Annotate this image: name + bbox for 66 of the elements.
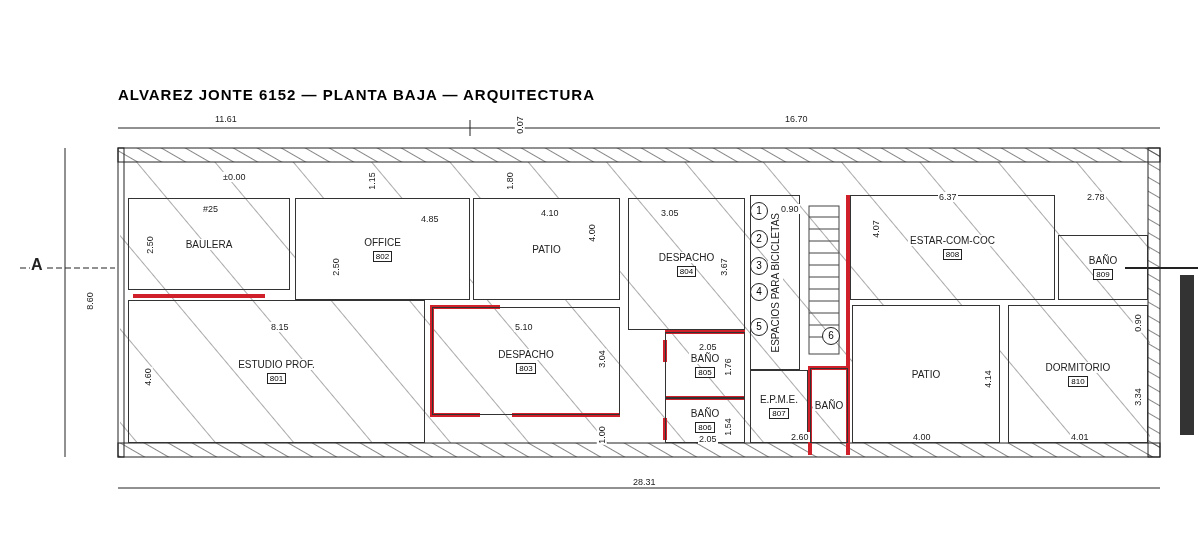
dimension-text: 2.78 [1086,192,1106,202]
dimension-text: 2.50 [330,257,341,277]
room-name: PATIO [530,243,563,255]
room-number-tag: 801 [266,373,287,384]
room-number-tag: 803 [516,362,536,374]
dimension-text: 3.04 [596,349,607,369]
room-name: ESPACIOS PARA BICICLETAS [767,212,783,353]
room-number-tag: 804 [676,265,697,277]
room-name: BAÑO [688,408,722,419]
room-name: BAÑO [812,400,846,411]
dimension-text: 4.60 [142,367,153,387]
dimension-text: 3.67 [718,257,729,277]
dimension-text: 0.90 [1132,313,1143,333]
dimension-text: 16.70 [784,114,809,124]
dimension-text: 4.01 [1070,432,1090,442]
dimension-text: 1.00 [596,425,607,445]
dimension-text: 8.15 [270,322,290,332]
room-number-tag: 808 [942,249,963,260]
room-name: DESPACHO [496,348,556,360]
dimension-text: 3.05 [660,208,680,218]
room-number-tag: 805 [695,366,715,378]
room-name: BAULERA [183,238,235,250]
room-name: E.P.M.E. [757,394,801,405]
plan-title: ALVAREZ JONTE 6152 — PLANTA BAJA — ARQUITECTURA [118,86,596,103]
level-mark: ±0.00 [222,172,247,182]
room-name: ESTAR-COM-COC [908,235,997,246]
room-name: OFFICE [362,236,403,248]
room-name: BAÑO [688,352,722,364]
room-outline [852,305,1000,443]
dimension-text: 0.07 [514,115,525,135]
dimension-text: 5.10 [514,322,534,332]
room-number-tag: 807 [769,408,789,419]
room-outline [473,198,620,300]
dimension-text: 1.54 [722,417,733,437]
dimension-text: 28.31 [632,477,657,487]
room-number-tag: 802 [372,250,393,262]
dimension-text: 6.37 [938,192,958,202]
dimension-text: 4.10 [540,208,560,218]
room-number-tag: 810 [1068,375,1088,387]
room-number-tag: 809 [1093,269,1113,280]
dimension-text: 2.50 [144,235,155,255]
dimension-text: 2.05 [698,434,718,444]
room-name: DORMITORIO [1043,361,1113,373]
dimension-text: 3.34 [1132,387,1143,407]
dimension-text: 11.61 [214,114,238,124]
room-name: DESPACHO [656,251,717,263]
dimension-text: 1.15 [366,171,377,191]
dimension-text: 4.07 [870,219,881,239]
dimension-text: #25 [202,204,220,214]
room-outline [295,198,470,300]
dimension-text: 1.80 [504,171,515,191]
room-name: ESTUDIO PROF. [236,359,317,370]
dimension-text: 2.60 [790,432,810,442]
room-outline [1058,235,1148,300]
room-number-tag: 806 [695,422,715,433]
room-outline [810,368,848,443]
room-name: BAÑO [1086,255,1120,266]
dimension-text: 4.00 [586,223,597,243]
dimension-text: 4.85 [420,214,440,224]
room-name: PATIO [909,368,943,380]
dimension-text: 1.76 [722,357,733,377]
dimension-text: 4.00 [912,432,932,442]
dimension-text: 2.05 [698,342,718,352]
dimension-text: 0.90 [780,204,800,214]
dimension-text: 8.60 [84,291,95,311]
dimension-text: 4.14 [982,369,993,389]
